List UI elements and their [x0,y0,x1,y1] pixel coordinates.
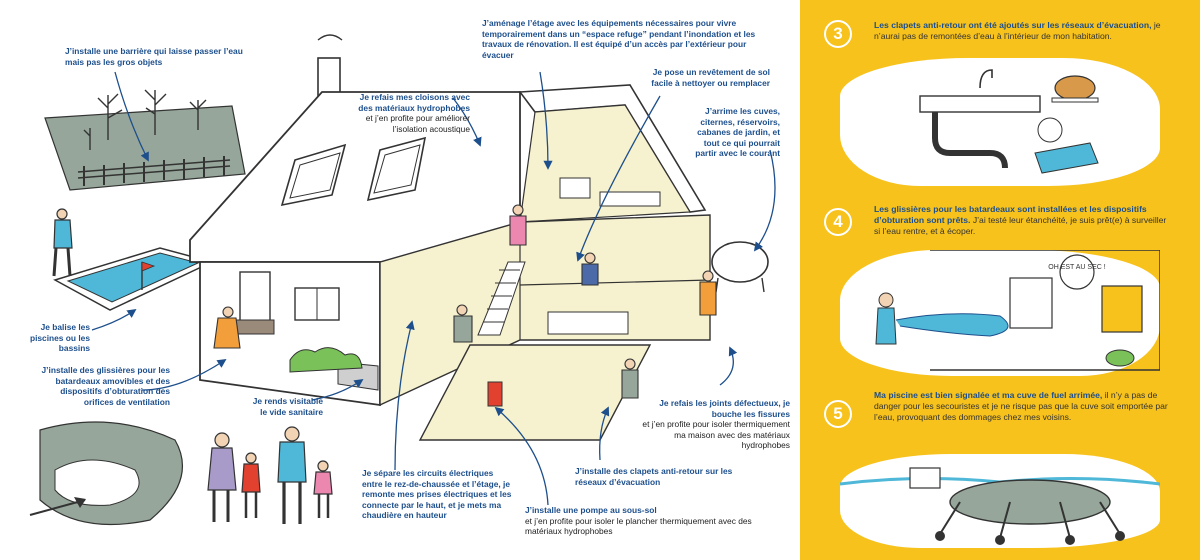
house [189,34,769,441]
annotation-crawl-space: Je rends visitable le vide sanitaire [252,396,323,417]
step-4-illustration: OH EST AU SEC ! [840,250,1160,376]
step-number: 3 [824,20,852,48]
speech-bubble-text: OH EST AU SEC ! [1048,264,1105,271]
garden-barrier [44,89,246,191]
annotation-electric: Je sépare les circuits électriques entre… [362,468,512,521]
step-text: Les glissières pour les batardeaux sont … [874,204,1167,236]
steps-panel: 3 Les clapets anti-retour ont été ajouté… [800,0,1200,560]
annotation-rails: J’installe des glissières pour les batar… [41,365,170,407]
step-5: 5 Ma piscine est bien signalée et ma cuv… [800,388,1200,560]
annotation-pool: Je balise les piscines ou les bassins [29,322,90,354]
annotation-partitions: Je refais mes cloisons avec des matériau… [358,92,470,134]
workers [213,204,717,399]
person-left [52,208,73,277]
step-number: 5 [824,400,852,428]
pool [53,247,215,311]
leader-lines [91,71,776,506]
step-number: 4 [824,208,852,236]
annotation-flooring: Je pose un revêtement de sol facile à ne… [651,67,770,88]
step-3-illustration [840,58,1160,186]
house-illustration [29,34,776,526]
annotation-refuge-floor: J’aménage l’étage avec les équipements n… [482,18,756,60]
family [207,426,333,524]
annotation-joints: Je refais les joints défectueux, je bouc… [642,398,790,451]
step-text: Ma piscine est bien signalée et ma cuve … [874,390,1168,422]
step-4: 4 Les glissières pour les batardeaux son… [800,200,1200,380]
annotation-tanks: J’arrime les cuves, citernes, réservoirs… [695,106,780,159]
step-3: 3 Les clapets anti-retour ont été ajouté… [800,12,1200,192]
annotation-valves: J’installe des clapets anti-retour sur l… [575,466,733,487]
step-5-illustration [840,454,1160,548]
flooded-area [29,421,183,526]
step-text: Les clapets anti-retour ont été ajoutés … [874,20,1161,41]
annotation-barrier: J’installe une barrière qui laisse passe… [65,46,243,67]
